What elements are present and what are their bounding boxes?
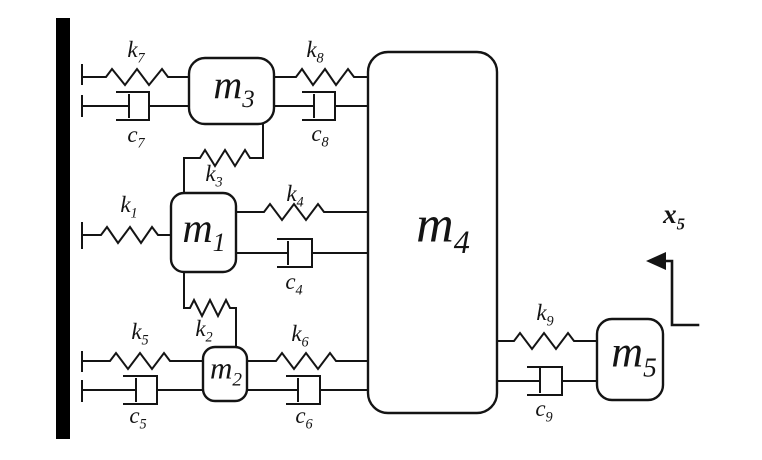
mass-m5-box — [595, 317, 665, 402]
displacement-label-x5: x5 — [663, 198, 685, 234]
spring-k4 — [235, 202, 369, 222]
displacement-arrowhead — [646, 252, 666, 270]
spring-k7 — [81, 67, 190, 87]
wall — [56, 18, 70, 439]
spring-label-k9: k9 — [536, 300, 554, 330]
damper-label-c4: c4 — [285, 269, 303, 299]
spring-k2 — [183, 271, 237, 348]
spring-label-k2: k2 — [195, 316, 213, 346]
damper-label-c5: c5 — [129, 403, 147, 433]
displacement-arrow-line — [660, 259, 700, 327]
spring-label-k7: k7 — [127, 37, 145, 67]
spring-k8 — [273, 67, 369, 87]
displacement-arrow-x5 — [646, 252, 700, 327]
damper-c8 — [273, 91, 369, 121]
mass-label-m1: m1 — [182, 205, 226, 258]
spring-label-k6: k6 — [291, 321, 309, 351]
spring-k6 — [245, 351, 369, 371]
spring-k5 — [81, 351, 204, 371]
spring-label-k8: k8 — [306, 37, 324, 67]
mass-m4-box — [366, 50, 499, 415]
damper-c4 — [235, 238, 369, 268]
spring-k9 — [495, 331, 598, 351]
damper-c7 — [81, 91, 190, 121]
damper-label-c6: c6 — [295, 403, 313, 433]
mass-label-m2: m2 — [210, 350, 242, 391]
damper-label-c8: c8 — [311, 121, 329, 151]
mass-label-m5: m5 — [611, 327, 657, 383]
spring-k3 — [183, 122, 264, 194]
spring-k1 — [81, 225, 172, 245]
mass-m3-box — [187, 56, 276, 126]
damper-label-c7: c7 — [127, 122, 145, 152]
mass-m2-box — [201, 345, 249, 403]
mass-label-m4: m4 — [416, 196, 470, 261]
mass-m1-box — [169, 191, 238, 274]
damper-c9 — [495, 366, 598, 396]
damper-c6 — [245, 375, 369, 405]
spring-label-k4: k4 — [286, 181, 304, 211]
damper-label-c9: c9 — [535, 396, 553, 426]
damper-c5 — [81, 375, 204, 405]
spring-label-k1: k1 — [120, 192, 138, 222]
mass-label-m3: m3 — [213, 62, 255, 114]
spring-label-k5: k5 — [131, 319, 149, 349]
spring-label-k3: k3 — [205, 161, 223, 191]
